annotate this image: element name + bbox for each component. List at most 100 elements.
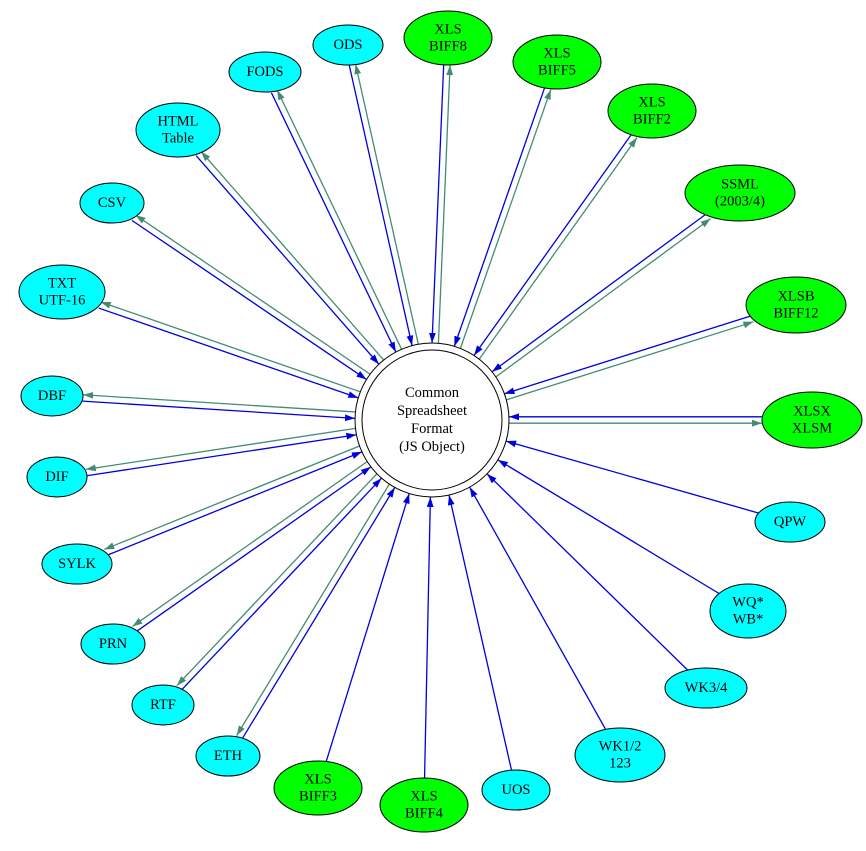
format-node-label: RTF: [150, 697, 176, 713]
format-node-ellipse: [574, 727, 666, 783]
format-node-label: BIFF8: [429, 39, 467, 55]
write-edge-html-table: [200, 150, 385, 361]
format-node-ellipse: [481, 769, 551, 811]
format-node-label: UTF-16: [39, 293, 86, 309]
format-node-label: BIFF2: [633, 112, 671, 128]
write-edge-ssml: [495, 218, 712, 378]
format-node-eth: ETH: [195, 735, 261, 777]
read-edge-xls-biff5: [453, 87, 546, 347]
format-node-ellipse: [79, 182, 145, 224]
format-node-ellipse: [761, 391, 863, 449]
read-edge-dbf: [82, 400, 355, 422]
write-edge-rtf: [176, 473, 378, 687]
format-node-wk34: WK3/4: [664, 667, 748, 709]
center-node-label: Format: [411, 421, 453, 437]
read-edge-dif: [86, 432, 357, 477]
read-edge-xls-biff3: [325, 493, 410, 762]
write-edge-ods: [354, 63, 419, 345]
format-node-dif: DIF: [26, 456, 88, 498]
read-edge-wk34: [486, 473, 689, 671]
format-node-ellipse: [41, 543, 113, 585]
format-node-ellipse: [20, 375, 84, 417]
format-node-label: CSV: [98, 195, 127, 211]
format-node-label: XLSX: [793, 404, 831, 420]
write-edge-prn: [132, 461, 368, 627]
format-node-label: ETH: [214, 748, 243, 764]
format-node-label: DBF: [38, 388, 66, 404]
format-node-ellipse: [26, 456, 88, 498]
format-node-ellipse: [80, 623, 146, 665]
format-node-label: BIFF5: [538, 63, 576, 79]
format-node-ellipse: [135, 102, 221, 158]
format-node-ssml: SSML(2003/4): [684, 164, 796, 222]
format-node-uos: UOS: [481, 769, 551, 811]
center-node-outer-circle: [354, 342, 510, 498]
edges: [82, 63, 762, 779]
read-edge-prn: [135, 466, 372, 633]
format-node-label: XLS: [304, 772, 331, 788]
format-node-dbf: DBF: [20, 375, 84, 417]
format-node-label: BIFF3: [299, 789, 337, 805]
read-edge-ods: [348, 65, 414, 346]
format-node-rtf: RTF: [131, 684, 195, 726]
format-node-ellipse: [403, 10, 493, 66]
read-edge-xls-biff8: [429, 64, 445, 343]
format-node-label: 123: [609, 756, 631, 772]
format-node-ellipse: [745, 276, 847, 334]
format-node-ellipse: [195, 735, 261, 777]
format-node-ellipse: [664, 667, 748, 709]
read-edge-rtf: [180, 477, 382, 691]
format-node-label: QPW: [774, 514, 807, 530]
format-node-sylk: SYLK: [41, 543, 113, 585]
format-node-label: XLS: [434, 22, 461, 38]
write-edge-xls-biff5: [459, 89, 552, 349]
write-edge-txt-utf16: [100, 301, 361, 393]
center-node-label: Spreadsheet: [397, 403, 467, 419]
read-edge-xls-biff4: [423, 496, 434, 779]
format-node-ellipse: [684, 164, 796, 222]
format-node-ellipse: [607, 83, 697, 139]
center-node-inner-circle: [361, 349, 503, 491]
read-edge-wk12-123: [469, 486, 607, 730]
write-edge-fods: [276, 89, 403, 350]
format-node-label: SSML: [721, 177, 759, 193]
read-edge-csv: [131, 219, 367, 380]
write-edge-xlsb: [506, 321, 754, 401]
format-node-label: DIF: [45, 469, 68, 485]
format-node-label: (2003/4): [715, 194, 765, 210]
center-node-label: Common: [405, 385, 460, 401]
format-node-label: TXT: [48, 276, 76, 292]
format-node-ellipse: [754, 501, 826, 543]
format-node-label: SYLK: [58, 556, 96, 572]
read-edge-txt-utf16: [98, 307, 359, 399]
read-edge-wq-wb: [497, 459, 720, 595]
format-node-label: BIFF12: [773, 306, 818, 322]
format-node-label: BIFF4: [405, 806, 444, 822]
read-edge-xls-biff2: [473, 133, 633, 356]
format-node-label: Table: [162, 131, 194, 147]
format-node-label: XLS: [638, 95, 665, 111]
format-node-label: WK1/2: [599, 739, 642, 755]
format-node-label: WQ*: [732, 595, 763, 611]
format-node-ods: ODS: [312, 24, 384, 66]
format-node-ellipse: [228, 51, 302, 93]
format-node-ellipse: [273, 760, 363, 816]
format-node-wq-wb: WQ*WB*: [709, 583, 787, 639]
format-node-label: WB*: [733, 612, 764, 628]
format-node-ellipse: [379, 777, 469, 833]
read-edge-fods: [270, 92, 397, 353]
format-node-label: WK3/4: [685, 680, 728, 696]
format-node-label: XLS: [543, 46, 570, 62]
format-node-label: ODS: [333, 37, 362, 53]
read-edge-eth: [241, 487, 396, 740]
format-node-ellipse: [131, 684, 195, 726]
write-edge-dbf: [83, 391, 356, 413]
